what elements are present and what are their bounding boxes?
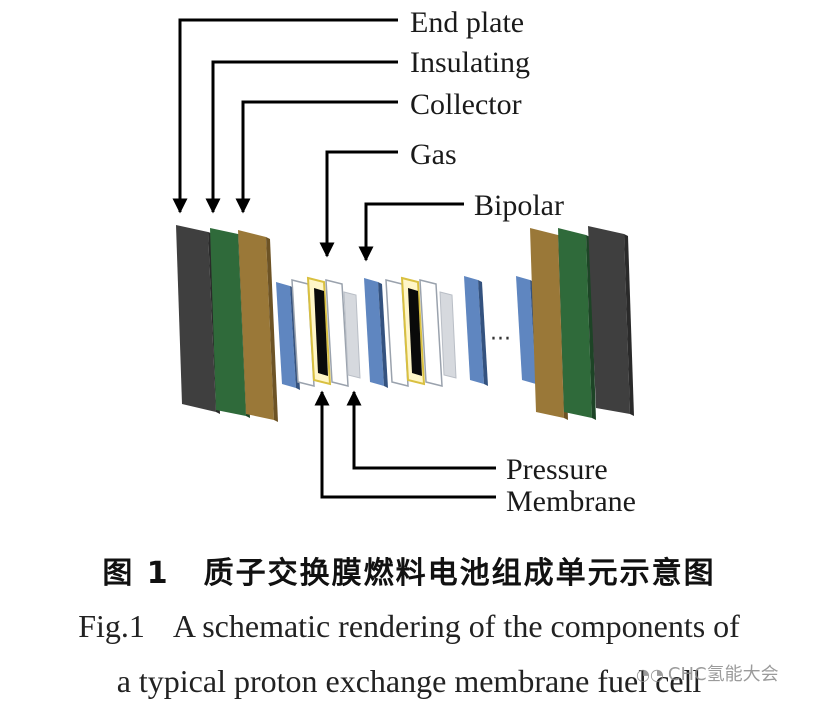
bipolar-plate-4 [516,276,536,384]
bipolar-plate-3 [464,276,484,384]
watermark-text: CHC氢能大会 [667,664,779,685]
pemfc-diagram: End plate Insulating Collector Gas Bipol… [172,6,636,518]
caption-zh-number: 图 1 [102,556,170,591]
pressure-layer-2 [439,291,457,379]
arrow-bipolar [358,202,464,262]
arrow-membrane [314,390,496,499]
watermark: ◔◔CHC氢能大会 [636,660,779,686]
label-pressure: Pressure [506,453,608,486]
collector-right [530,228,564,418]
gas-frame-2 [325,279,349,387]
membrane-1 [314,288,328,376]
left-end-stack [176,225,278,422]
label-collector: Collector [410,88,522,121]
caption-en-line1: Fig.1 A schematic rendering of the compon… [0,608,818,645]
membrane-2 [408,288,422,376]
ellipsis: ··· [490,327,511,352]
cell-layers: ··· [276,276,540,390]
insulating-right-edge [586,235,596,420]
label-insulating: Insulating [410,46,530,79]
insulating-left [210,228,246,416]
wechat-icon: ◔◔ [636,665,664,684]
bipolar-plate-2-edge [378,282,388,388]
collector-left [238,230,274,420]
end-plate-left [176,225,216,412]
insulating-right [558,228,592,418]
bipolar-plate-2 [364,278,384,386]
caption-en-text1: A schematic rendering of the components … [172,608,740,644]
right-end-stack [530,226,634,420]
caption-en-number: Fig.1 [78,608,145,644]
bipolar-plate-3-edge [478,280,488,386]
caption-zh: 图 1 质子交换膜燃料电池组成单元示意图 [0,548,818,592]
arrow-insulating [205,60,398,214]
gas-frame-4 [419,279,443,387]
arrow-collector [235,100,398,214]
arrow-gas [319,150,398,258]
arrow-pressure [346,390,496,470]
leader-arrows [172,18,496,499]
end-plate-right [588,226,630,414]
end-plate-right-edge [624,234,634,416]
pressure-layer-1 [343,291,361,379]
label-bipolar: Bipolar [474,189,564,222]
label-gas: Gas [410,138,457,171]
label-end-plate: End plate [410,6,524,39]
label-membrane: Membrane [506,485,636,518]
caption-zh-title: 质子交换膜燃料电池组成单元示意图 [203,556,716,591]
arrow-end-plate [172,18,398,214]
bipolar-plate-1 [276,282,296,388]
caption-en-line2: a typical proton exchange membrane fuel … [116,663,702,699]
gas-frame-3 [385,279,409,387]
gas-frame-1 [291,279,315,387]
collector-left-edge [266,237,278,422]
